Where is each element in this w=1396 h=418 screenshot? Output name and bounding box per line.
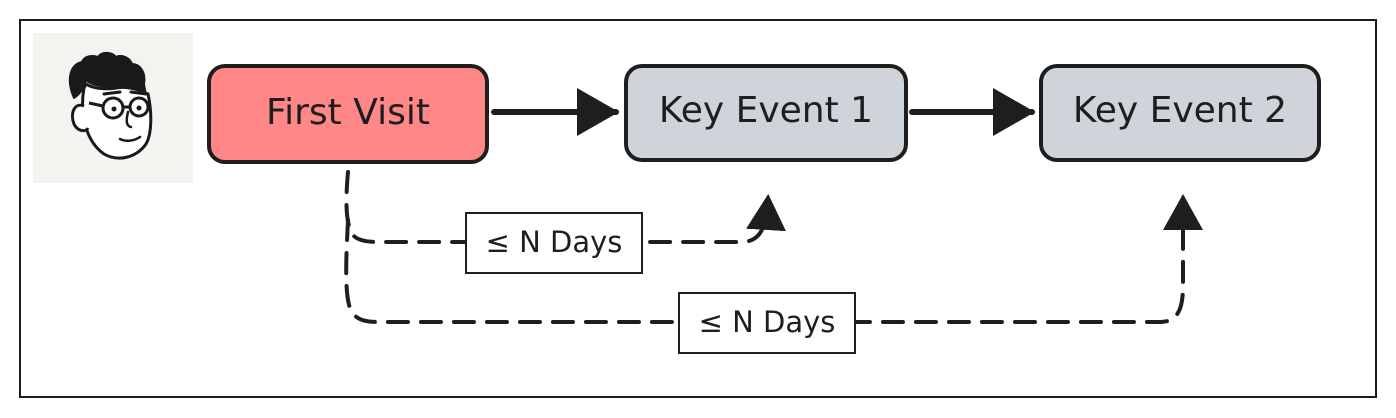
condition-label-event-2-text: ≤ N Days — [699, 305, 836, 339]
node-key-event-1: Key Event 1 — [624, 64, 908, 162]
node-key-event-2-box — [1039, 64, 1321, 162]
node-first-visit-box — [207, 64, 489, 164]
node-key-event-1-label: Key Event 1 — [659, 90, 873, 131]
node-key-event-2: Key Event 2 — [1039, 64, 1321, 162]
dashed-connector-to-event-2 — [344, 194, 1203, 324]
node-first-visit-label: First Visit — [266, 92, 430, 133]
node-key-event-2-label: Key Event 2 — [1073, 90, 1287, 131]
node-key-event-1-box — [624, 64, 908, 162]
condition-label-event-2: ≤ N Days — [678, 292, 856, 354]
condition-label-event-1: ≤ N Days — [465, 212, 643, 274]
condition-label-event-1-text: ≤ N Days — [486, 225, 623, 259]
node-first-visit: First Visit — [207, 64, 489, 164]
user-avatar-icon — [33, 33, 193, 183]
dashed-connector-to-event-1 — [344, 170, 786, 244]
